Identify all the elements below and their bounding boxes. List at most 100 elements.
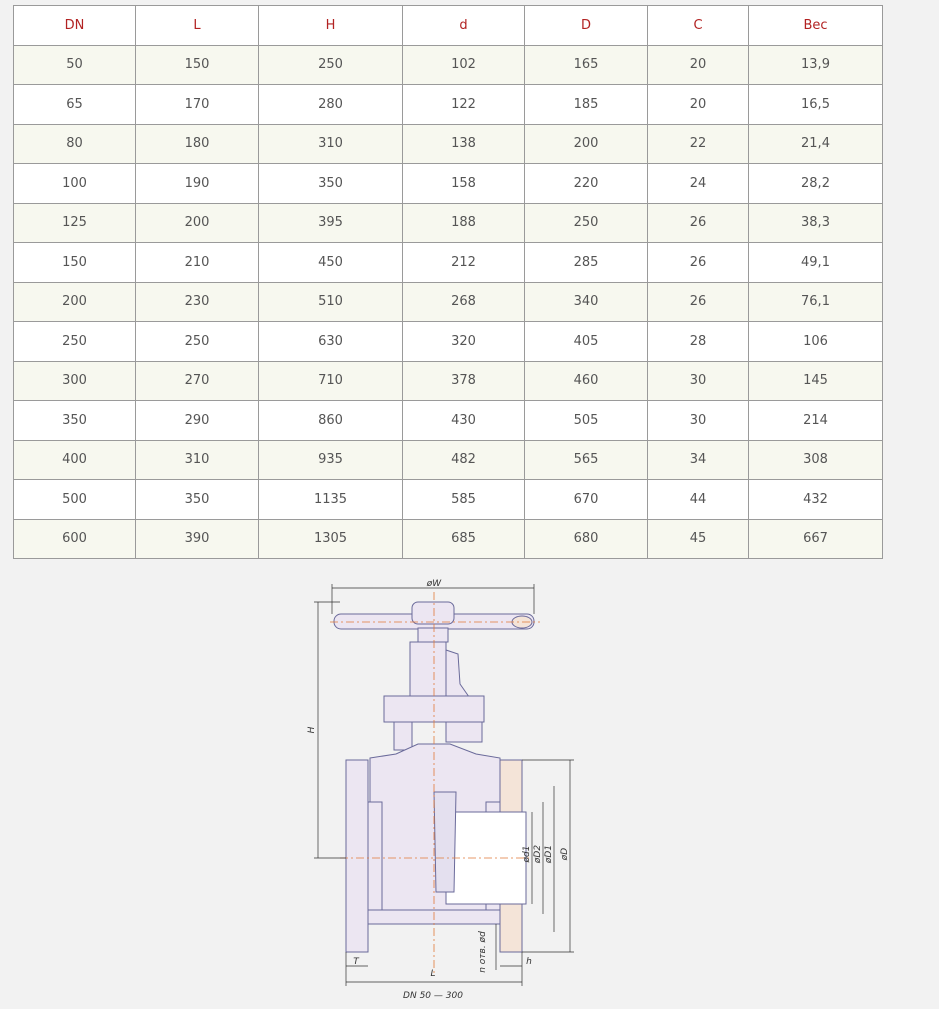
- table-cell: 26: [647, 202, 749, 243]
- gate-valve-drawing: øW H ød1 øD2 øD1 øD n отв. ød T L h DN 5…: [300, 572, 600, 1009]
- header-h: H: [258, 5, 403, 46]
- table-cell: 250: [135, 321, 259, 362]
- table-cell: 230: [135, 281, 259, 322]
- table-cell: 1305: [258, 518, 403, 559]
- table-cell: 45: [647, 518, 749, 559]
- table-cell: 860: [258, 400, 403, 441]
- table-cell: 630: [258, 321, 403, 362]
- table-cell: 350: [135, 479, 259, 520]
- table-cell: 340: [524, 281, 648, 322]
- label-d2: øD2: [533, 845, 543, 864]
- table-cell: 685: [402, 518, 525, 559]
- table-cell: 280: [258, 84, 403, 125]
- label-h-flange: h: [526, 957, 532, 967]
- table-cell: 565: [524, 439, 648, 480]
- header-weight: Вес: [748, 5, 883, 46]
- table-cell: 26: [647, 281, 749, 322]
- table-cell: 460: [524, 360, 648, 401]
- table-cell: 180: [135, 123, 259, 164]
- table-cell: 405: [524, 321, 648, 362]
- label-d-outer: øD: [560, 848, 570, 862]
- table-cell: 667: [748, 518, 883, 559]
- table-cell: 210: [135, 242, 259, 283]
- table-cell: 935: [258, 439, 403, 480]
- table-cell: 158: [402, 163, 525, 204]
- table-cell: 28: [647, 321, 749, 362]
- table-cell: 378: [402, 360, 525, 401]
- table-cell: 270: [135, 360, 259, 401]
- label-holes: n отв. ød: [478, 931, 488, 973]
- table-cell: 80: [13, 123, 136, 164]
- table-cell: 20: [647, 84, 749, 125]
- table-cell: 308: [748, 439, 883, 480]
- table-cell: 34: [647, 439, 749, 480]
- table-cell: 510: [258, 281, 403, 322]
- table-cell: 350: [13, 400, 136, 441]
- table-cell: 285: [524, 242, 648, 283]
- table-cell: 106: [748, 321, 883, 362]
- label-w: øW: [426, 579, 443, 589]
- drawing-caption: DN 50 — 300: [403, 991, 463, 1001]
- table-cell: 21,4: [748, 123, 883, 164]
- label-l: L: [430, 969, 435, 979]
- table-cell: 268: [402, 281, 525, 322]
- table-cell: 710: [258, 360, 403, 401]
- table-cell: 450: [258, 242, 403, 283]
- table-cell: 290: [135, 400, 259, 441]
- table-cell: 76,1: [748, 281, 883, 322]
- table-cell: 44: [647, 479, 749, 520]
- table-cell: 200: [135, 202, 259, 243]
- table-cell: 482: [402, 439, 525, 480]
- table-header-row: DN L H d D C Вес: [13, 5, 883, 46]
- table-cell: 310: [135, 439, 259, 480]
- table-cell: 125: [13, 202, 136, 243]
- header-c: C: [647, 5, 749, 46]
- table-cell: 670: [524, 479, 648, 520]
- table-cell: 138: [402, 123, 525, 164]
- table-cell: 250: [13, 321, 136, 362]
- table-cell: 390: [135, 518, 259, 559]
- table-cell: 500: [13, 479, 136, 520]
- table-cell: 150: [135, 44, 259, 85]
- table-cell: 38,3: [748, 202, 883, 243]
- table-cell: 100: [13, 163, 136, 204]
- table-cell: 250: [524, 202, 648, 243]
- table-cell: 190: [135, 163, 259, 204]
- table-cell: 250: [258, 44, 403, 85]
- table-cell: 200: [13, 281, 136, 322]
- table-cell: 350: [258, 163, 403, 204]
- table-cell: 400: [13, 439, 136, 480]
- table-cell: 26: [647, 242, 749, 283]
- table-cell: 24: [647, 163, 749, 204]
- table-cell: 50: [13, 44, 136, 85]
- table-cell: 600: [13, 518, 136, 559]
- table-cell: 49,1: [748, 242, 883, 283]
- table-cell: 170: [135, 84, 259, 125]
- table-cell: 165: [524, 44, 648, 85]
- table-cell: 432: [748, 479, 883, 520]
- header-dn: DN: [13, 5, 136, 46]
- table-cell: 300: [13, 360, 136, 401]
- table-cell: 20: [647, 44, 749, 85]
- table-cell: 28,2: [748, 163, 883, 204]
- table-cell: 200: [524, 123, 648, 164]
- label-h-height: H: [307, 726, 317, 733]
- table-cell: 212: [402, 242, 525, 283]
- table-cell: 680: [524, 518, 648, 559]
- label-t: T: [353, 957, 360, 967]
- table-cell: 320: [402, 321, 525, 362]
- table-cell: 185: [524, 84, 648, 125]
- header-l: L: [135, 5, 259, 46]
- table-cell: 30: [647, 400, 749, 441]
